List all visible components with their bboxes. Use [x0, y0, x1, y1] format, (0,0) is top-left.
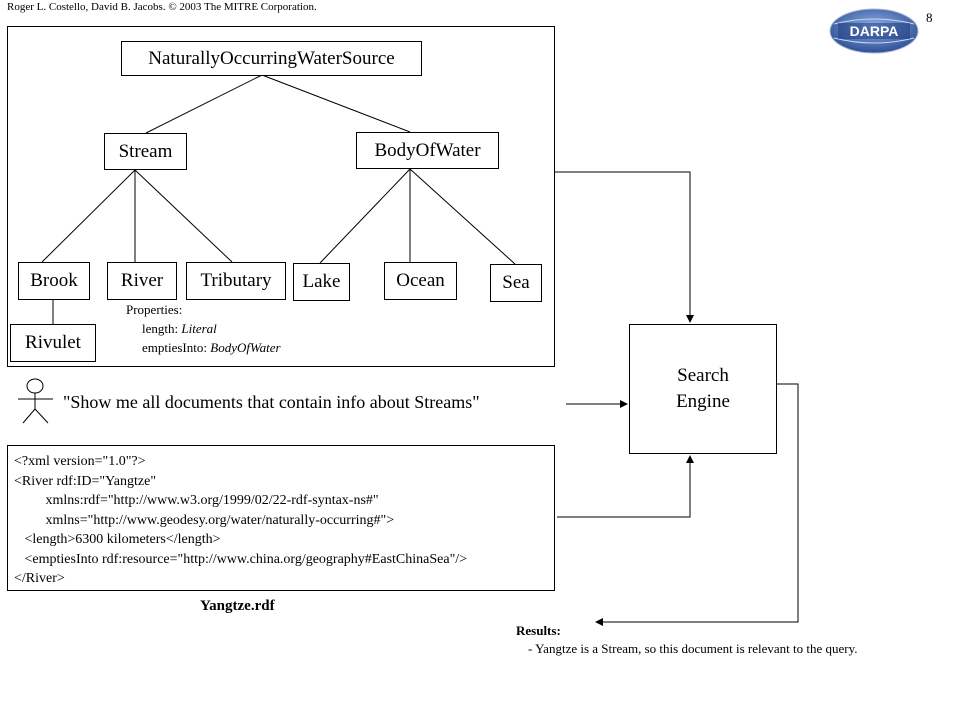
results-title: Results:	[516, 623, 561, 638]
rdf-line: </River>	[14, 571, 65, 586]
darpa-logo-text: DARPA	[850, 23, 899, 39]
results-text: - Yangtze is a Stream, so this document …	[528, 641, 858, 656]
node-river: River	[107, 262, 177, 300]
rdf-line: xmlns="http://www.geodesy.org/water/natu…	[14, 512, 395, 528]
rdf-line: <River rdf:ID="Yangtze"	[14, 473, 157, 489]
rdf-line: <length>6300 kilometers</length>	[14, 532, 221, 547]
node-body-of-water: BodyOfWater	[356, 132, 499, 169]
rdf-document-caption: Yangtze.rdf	[200, 598, 275, 614]
node-rivulet: Rivulet	[10, 324, 96, 362]
property-empties-into: emptiesInto: BodyOfWater	[142, 340, 281, 355]
node-brook: Brook	[18, 262, 90, 300]
darpa-logo: DARPA	[829, 8, 919, 54]
node-tributary: Tributary	[186, 262, 286, 300]
rdf-line: xmlns:rdf="http://www.w3.org/1999/02/22-…	[14, 493, 379, 508]
search-engine-line2: Engine	[676, 391, 730, 412]
river-properties: Properties: length: Literal emptiesInto:…	[126, 300, 281, 357]
rdf-document-frame	[7, 445, 555, 591]
rdf-line: <?xml version="1.0"?>	[14, 454, 146, 469]
stick-figure-icon	[18, 378, 53, 424]
node-lake: Lake	[293, 263, 350, 301]
node-ocean: Ocean	[384, 262, 457, 300]
rdf-line: <emptiesInto rdf:resource="http://www.ch…	[14, 551, 468, 567]
rdf-document-code: <?xml version="1.0"?> <River rdf:ID="Yan…	[14, 452, 467, 589]
node-naturally-occurring-water-source: NaturallyOccurringWaterSource	[121, 41, 422, 76]
property-length: length: Literal	[142, 321, 217, 336]
node-stream: Stream	[104, 133, 187, 170]
page-number: 8	[926, 10, 933, 25]
node-sea: Sea	[490, 264, 542, 302]
search-engine-line1: Search	[677, 365, 729, 386]
properties-title: Properties:	[126, 302, 183, 317]
query-text: "Show me all documents that contain info…	[63, 392, 480, 412]
taxonomy-frame	[7, 26, 555, 367]
search-engine-box: Search Engine	[629, 324, 777, 454]
copyright-notice: Roger L. Costello, David B. Jacobs. © 20…	[7, 1, 317, 13]
